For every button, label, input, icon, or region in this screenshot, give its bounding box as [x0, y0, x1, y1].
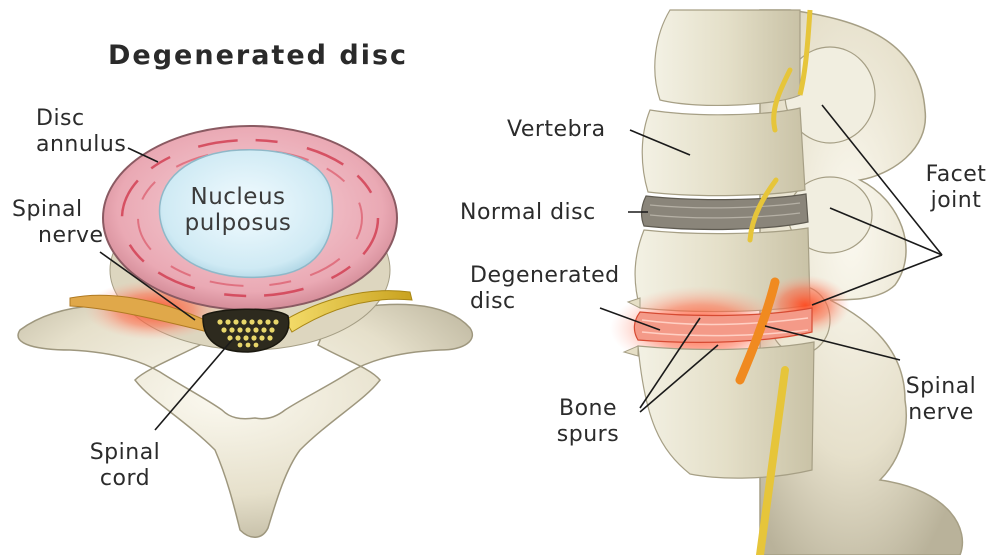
diagram-title: Degenerated disc — [108, 40, 408, 71]
label-bone-spurs: Bone spurs — [548, 396, 628, 448]
label-facet-joint: Facet joint — [920, 162, 992, 214]
normal-disc — [642, 194, 808, 229]
vertebra — [642, 108, 805, 196]
label-spinal-cord: Spinal cord — [80, 440, 170, 492]
vertebra-lower — [638, 342, 814, 478]
label-nucleus-pulposus: Nucleus pulposus — [172, 184, 304, 236]
label-spinal-nerve-right: Spinal nerve — [896, 374, 986, 426]
label-normal-disc: Normal disc — [460, 200, 596, 226]
label-spinal-nerve-left: Spinal nerve — [12, 197, 104, 249]
label-degenerated-disc: Degenerated disc — [470, 263, 620, 315]
label-disc-annulus: Disc annulus — [36, 106, 126, 158]
lateral-spine-view — [600, 10, 962, 555]
label-vertebra: Vertebra — [507, 117, 606, 143]
